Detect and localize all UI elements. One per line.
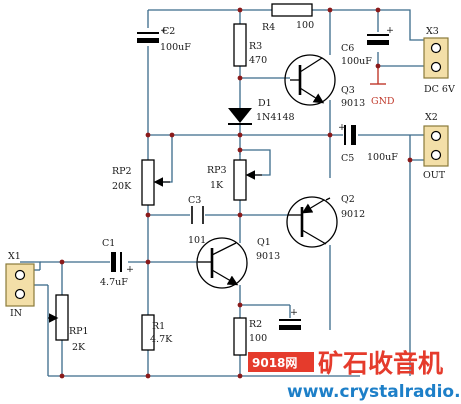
- label-c5-value: 100uF: [367, 152, 398, 163]
- resistors: [55, 3, 313, 356]
- label-x3-name: DC 6V: [424, 84, 455, 95]
- label-r3-value: 470: [249, 55, 267, 66]
- label-r2-value: 100: [249, 333, 267, 344]
- label-x2-name: OUT: [423, 170, 446, 181]
- label-rp1-ref: RP1: [69, 326, 89, 337]
- label-c6-ref: C6: [341, 43, 354, 54]
- label-r2-ref: R2: [249, 319, 262, 330]
- label-c6-value: 100uF: [341, 56, 372, 67]
- label-c6-plus: +: [386, 25, 394, 36]
- capacitor-c3: [191, 206, 204, 224]
- label-q3-ref: Q3: [341, 85, 355, 96]
- label-c2-value: 100uF: [160, 42, 191, 53]
- watermark-url-text: www.crystalradio.cn: [287, 382, 461, 402]
- resistor-r1: [141, 314, 155, 351]
- pot-rp2: [141, 159, 155, 206]
- capacitor-r2-bypass: [279, 319, 301, 330]
- label-d1-ref: D1: [258, 98, 272, 109]
- label-r3-ref: R3: [249, 41, 262, 52]
- junction-dots: [59, 7, 413, 379]
- label-q2-value: 9012: [341, 209, 365, 220]
- label-c3-value: 101: [188, 235, 206, 246]
- label-c2-plus: +: [160, 25, 168, 36]
- label-rp1-value: 2K: [72, 342, 86, 353]
- label-r1-ref: R1: [152, 321, 165, 332]
- label-x3-ref: X3: [426, 26, 439, 37]
- label-rp3-ref: RP3: [207, 165, 227, 176]
- capacitor-c5: [344, 125, 356, 145]
- watermark-brand-text: 矿石收音机: [318, 349, 443, 378]
- connector-x2: [423, 125, 449, 167]
- capacitor-c1: [111, 252, 122, 272]
- label-c3-ref: C3: [188, 195, 201, 206]
- watermark: 9018网 矿石收音机 www.crystalradio.cn: [248, 349, 461, 402]
- label-rp3-value: 1K: [210, 180, 224, 191]
- transistor-q1: [196, 237, 248, 289]
- label-rp2-value: 20K: [112, 181, 132, 192]
- connector-x3: [423, 37, 449, 79]
- label-gnd: GND: [371, 96, 395, 107]
- label-q3-value: 9013: [341, 98, 365, 109]
- label-c1-ref: C1: [102, 238, 115, 249]
- pot-rp1: [55, 294, 69, 341]
- capacitor-c6: [367, 34, 389, 45]
- transistor-q2: [286, 196, 338, 248]
- label-r4-ref: R4: [262, 22, 275, 33]
- label-r4-value: 100: [296, 20, 314, 31]
- label-c5-ref: C5: [341, 153, 354, 164]
- diode-d1: [228, 108, 252, 125]
- connector-x1: [5, 263, 35, 307]
- label-d1-value: 1N4148: [256, 112, 295, 123]
- pot-rp3: [233, 159, 247, 201]
- label-c1-value: 4.7uF: [100, 277, 128, 288]
- gnd-symbol: [370, 66, 386, 85]
- resistor-r4: [271, 3, 313, 17]
- label-q1-ref: Q1: [257, 237, 271, 248]
- label-q2-ref: Q2: [341, 194, 355, 205]
- label-x1-ref: X1: [8, 251, 21, 262]
- label-x1-name: IN: [10, 308, 22, 319]
- capacitor-c2: [137, 32, 159, 43]
- watermark-left-badge: [248, 352, 314, 372]
- label-c5-plus: +: [338, 122, 346, 133]
- label-c1-plus: +: [126, 264, 134, 275]
- watermark-left-text: 9018网: [252, 356, 297, 370]
- resistor-r2: [233, 317, 247, 356]
- transistor-q3: [284, 54, 336, 106]
- label-r1-value: 4.7K: [150, 334, 173, 345]
- label-r2-cap-plus: +: [290, 307, 298, 318]
- label-rp2-ref: RP2: [112, 166, 132, 177]
- wires: [20, 9, 430, 377]
- label-c2-ref: C2: [162, 26, 175, 37]
- label-x2-ref: X2: [425, 112, 438, 123]
- resistor-r3: [233, 23, 247, 67]
- label-q1-value: 9013: [256, 251, 280, 262]
